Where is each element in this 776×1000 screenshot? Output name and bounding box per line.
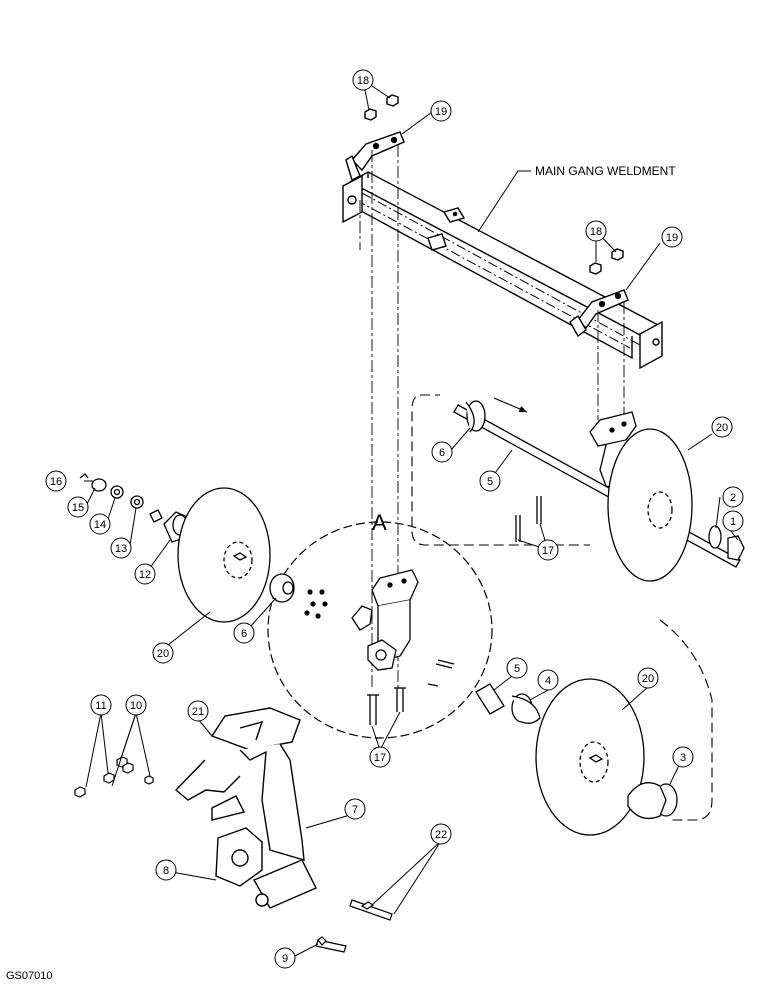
svg-text:14: 14 — [94, 519, 106, 531]
svg-text:3: 3 — [680, 752, 686, 764]
callout-7: 7 — [344, 798, 366, 820]
gang-boundary-dashed — [411, 394, 713, 821]
bolts-22-9 — [315, 899, 393, 953]
main-gang-leader — [477, 170, 531, 233]
detail-nuts — [304, 589, 328, 619]
svg-text:6: 6 — [241, 628, 247, 640]
detail-shank-assembly — [351, 569, 455, 725]
lower-right-disc — [475, 678, 678, 836]
svg-text:7: 7 — [352, 804, 358, 816]
callout-14: 14 — [89, 513, 111, 535]
callout-22: 22 — [430, 823, 452, 845]
callout-12: 12 — [134, 563, 156, 585]
svg-text:16: 16 — [50, 476, 62, 488]
svg-text:17: 17 — [542, 545, 554, 557]
callout-3: 3 — [672, 746, 694, 768]
figure-code: GS07010 — [6, 970, 52, 982]
svg-text:15: 15 — [72, 502, 84, 514]
callout-5: 5 — [479, 470, 501, 492]
detail-circle-a — [267, 521, 493, 739]
callout-19: 19 — [661, 226, 683, 248]
callout-9: 9 — [274, 947, 296, 969]
left-disc-stack — [79, 473, 295, 623]
svg-text:20: 20 — [157, 648, 169, 660]
main-gang-weldment — [342, 94, 663, 370]
callout-1: 1 — [722, 510, 744, 532]
svg-text:1: 1 — [730, 516, 736, 528]
lower-shank-assembly — [174, 707, 317, 909]
svg-text:13: 13 — [115, 543, 127, 555]
svg-text:6: 6 — [439, 447, 445, 459]
svg-text:5: 5 — [487, 476, 493, 488]
callout-17: 17 — [369, 746, 391, 768]
callout-15: 15 — [67, 496, 89, 518]
svg-text:22: 22 — [435, 829, 447, 841]
svg-text:20: 20 — [716, 422, 728, 434]
svg-text:5: 5 — [514, 663, 520, 675]
callout-4: 4 — [537, 669, 559, 691]
callout-8: 8 — [155, 859, 177, 881]
callout-5: 5 — [506, 657, 528, 679]
callout-17: 17 — [537, 539, 559, 561]
callout-18: 18 — [585, 220, 607, 242]
callout-10: 10 — [125, 694, 147, 716]
svg-text:20: 20 — [642, 673, 654, 685]
callout-20: 20 — [152, 642, 174, 664]
callout-bubbles: 18 19 18 19 20 6 5 2 1 17 16 15 14 13 12… — [45, 69, 744, 969]
svg-text:9: 9 — [282, 953, 288, 965]
direction-arrow — [493, 397, 528, 413]
callout-11: 11 — [90, 694, 112, 716]
svg-text:18: 18 — [357, 75, 369, 87]
callout-19: 19 — [430, 100, 452, 122]
alignment-lines — [359, 145, 625, 690]
svg-text:21: 21 — [192, 706, 204, 718]
svg-text:19: 19 — [666, 232, 678, 244]
svg-text:18: 18 — [590, 226, 602, 238]
main-gang-weldment-label: MAIN GANG WELDMENT — [535, 164, 676, 178]
callout-18: 18 — [352, 69, 374, 91]
callout-20: 20 — [637, 667, 659, 689]
gang-shaft-assembly — [453, 400, 745, 582]
detail-label-a: A — [372, 510, 387, 535]
callout-13: 13 — [110, 537, 132, 559]
nuts-11-10 — [74, 756, 154, 798]
svg-text:10: 10 — [130, 700, 142, 712]
callout-21: 21 — [187, 700, 209, 722]
callout-2: 2 — [722, 486, 744, 508]
svg-text:12: 12 — [139, 569, 151, 581]
svg-text:17: 17 — [374, 752, 386, 764]
svg-text:4: 4 — [545, 675, 551, 687]
svg-text:2: 2 — [730, 492, 736, 504]
callout-16: 16 — [45, 470, 67, 492]
callout-20: 20 — [711, 416, 733, 438]
callout-6: 6 — [431, 441, 453, 463]
svg-text:8: 8 — [163, 865, 169, 877]
svg-text:11: 11 — [95, 700, 106, 712]
svg-text:19: 19 — [435, 106, 447, 118]
callout-6: 6 — [233, 622, 255, 644]
